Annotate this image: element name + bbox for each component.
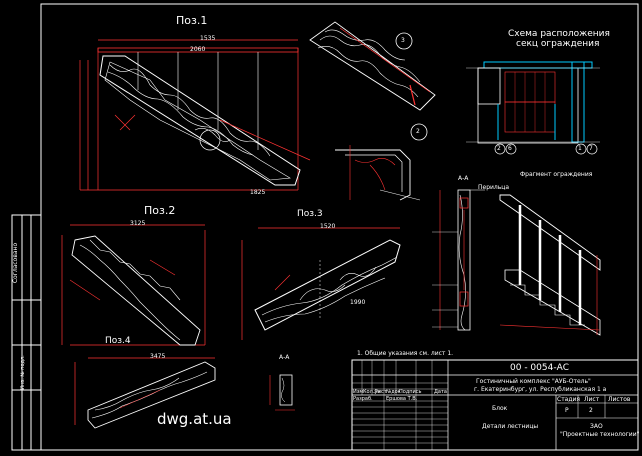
handrail-label: Перильца	[478, 184, 510, 191]
pos3-stair-drawing	[241, 227, 401, 340]
sheet-value: 2	[589, 407, 593, 414]
project-line2: г. Екатеринбург, ул. Республиканская 1 а	[474, 386, 607, 393]
pos4-stair-drawing	[74, 357, 216, 429]
tb-row-izm: Изм.	[353, 389, 365, 395]
section-mark: А-А	[458, 175, 469, 182]
project-line1: Гостиничный комплекс "АУБ-Отель"	[476, 378, 591, 385]
org-line1: ЗАО	[590, 423, 603, 430]
small-section-drawing	[269, 374, 295, 411]
callout-3: 3	[401, 37, 405, 44]
pos1-label: Поз.1	[176, 14, 208, 27]
callout-2: 2	[416, 128, 420, 135]
railing-scheme-drawing	[466, 61, 600, 155]
detail-3-drawing	[309, 21, 436, 111]
callout-7: 7	[589, 145, 593, 152]
dim-7: 1990	[350, 299, 366, 306]
general-note: 1. Общие указания см. лист 1.	[357, 350, 454, 357]
railing-fragment-drawing	[499, 194, 601, 336]
pos4-label: Поз.4	[105, 336, 131, 346]
section-mark-2: А-А	[279, 354, 290, 361]
title-block-grid	[351, 359, 639, 451]
sheets-header: Листов	[608, 396, 631, 403]
fragment-title: Фрагмент ограждения	[520, 171, 593, 178]
callout-1: 1	[578, 145, 582, 152]
doc-code: 00 - 0054-АС	[510, 363, 570, 373]
scheme-title-line1: Схема расположения	[508, 29, 610, 39]
sheet-name: Блок	[492, 405, 508, 412]
tb-developer: Разраб.	[353, 396, 373, 402]
tb-row-doc: №док	[386, 389, 401, 395]
tb-row-sign: Подпись	[399, 389, 422, 395]
org-line2: "Проектные технологии"	[560, 431, 640, 438]
callout-6: 6	[508, 145, 512, 152]
tb-row-kol: Кол.уч	[363, 389, 381, 395]
pos1-stair-drawing	[79, 39, 311, 191]
side-stamp-agreed: Согласовано	[12, 242, 20, 284]
pos2-stair-drawing	[61, 224, 206, 346]
tb-developer-name: Ершова Т.В.	[386, 396, 418, 402]
watermark: dwg.at.ua	[157, 410, 232, 428]
callout-2b: 2	[497, 145, 501, 152]
side-stamp-inv: Инв. № подл.	[19, 355, 26, 390]
stage-header: Стадия	[557, 396, 581, 403]
pos3-label: Поз.3	[297, 209, 323, 219]
dim-3: 3125	[130, 220, 146, 227]
stage-value: Р	[565, 407, 569, 414]
part-name: Детали лестницы	[482, 423, 539, 430]
sheet-header: Лист	[584, 396, 600, 403]
tb-row-date: Дата	[434, 389, 447, 395]
detail-2-drawing	[335, 123, 428, 201]
dim-1: 1535	[200, 35, 216, 42]
section-a-a-drawing	[432, 189, 485, 331]
scheme-title-line2: секц ограждения	[516, 39, 600, 49]
pos2-label: Поз.2	[144, 204, 176, 217]
tb-row-list: Лист	[374, 389, 387, 395]
dim-6: 1825	[250, 189, 266, 196]
dim-2: 2060	[190, 46, 206, 53]
dim-4: 1520	[320, 223, 336, 230]
dim-5: 3475	[150, 353, 166, 360]
